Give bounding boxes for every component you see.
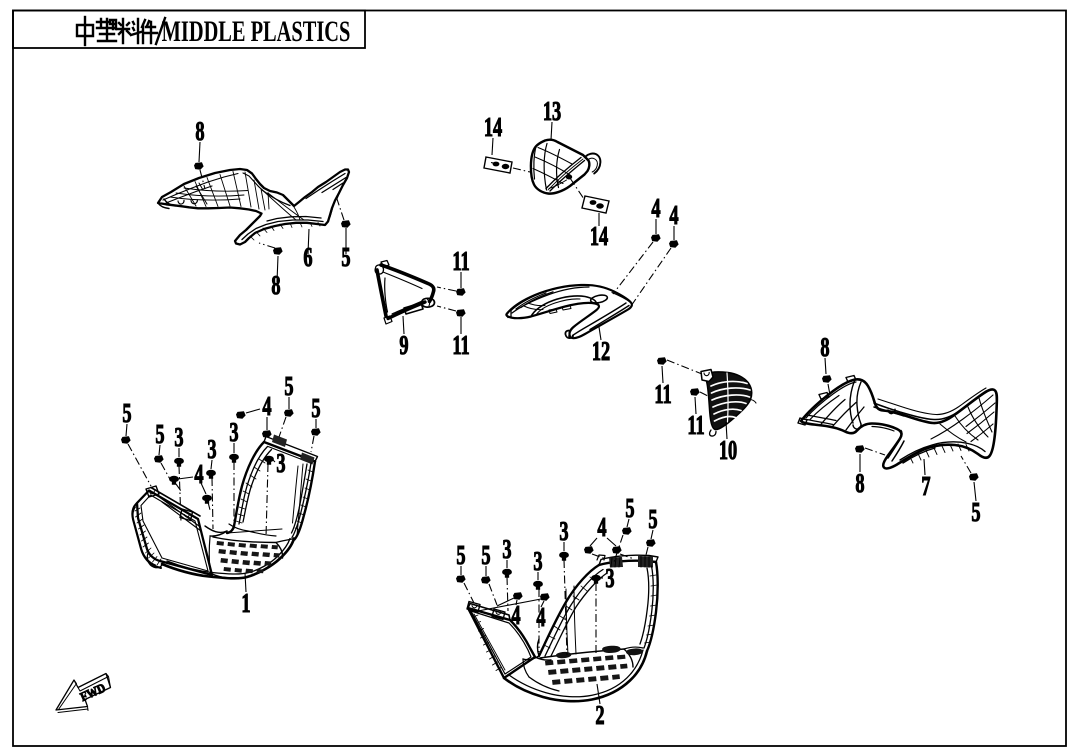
svg-text:7: 7 [921,470,930,500]
svg-text:14: 14 [484,111,503,141]
svg-text:8: 8 [855,467,864,497]
svg-text:3: 3 [533,545,542,575]
svg-text:4: 4 [597,511,607,541]
svg-text:10: 10 [719,434,737,464]
svg-text:4: 4 [536,601,546,631]
svg-text:11: 11 [687,409,704,439]
svg-text:11: 11 [452,245,469,275]
svg-text:3: 3 [559,515,568,545]
svg-text:3: 3 [174,421,183,451]
svg-text:5: 5 [122,397,131,427]
svg-text:13: 13 [543,95,561,125]
svg-text:5: 5 [481,539,490,569]
svg-text:14: 14 [590,220,609,250]
svg-text:11: 11 [654,378,671,408]
svg-text:5: 5 [284,370,293,400]
svg-text:MIDDLE PLASTICS: MIDDLE PLASTICS [162,14,351,48]
svg-text:11: 11 [452,329,469,359]
svg-text:2: 2 [595,699,604,729]
svg-text:5: 5 [456,539,465,569]
svg-text:5: 5 [155,418,164,448]
svg-text:4: 4 [194,458,204,488]
svg-text:4: 4 [262,390,272,420]
svg-text:6: 6 [303,241,312,271]
svg-text:3: 3 [276,447,285,477]
svg-text:5: 5 [971,496,980,526]
svg-text:3: 3 [502,533,511,563]
svg-text:3: 3 [229,416,238,446]
svg-text:5: 5 [625,492,634,522]
svg-text:5: 5 [648,503,657,533]
svg-text:1: 1 [241,587,250,617]
svg-text:3: 3 [605,562,614,592]
svg-text:3: 3 [207,433,216,463]
svg-text:8: 8 [271,269,280,299]
svg-text:4: 4 [651,192,661,222]
svg-text:5: 5 [311,392,320,422]
svg-text:9: 9 [399,329,408,359]
svg-text:12: 12 [592,335,610,365]
svg-text:5: 5 [341,241,350,271]
svg-text:4: 4 [669,199,679,229]
svg-text:8: 8 [820,331,829,361]
svg-text:8: 8 [195,115,204,145]
svg-text:4: 4 [511,599,521,629]
